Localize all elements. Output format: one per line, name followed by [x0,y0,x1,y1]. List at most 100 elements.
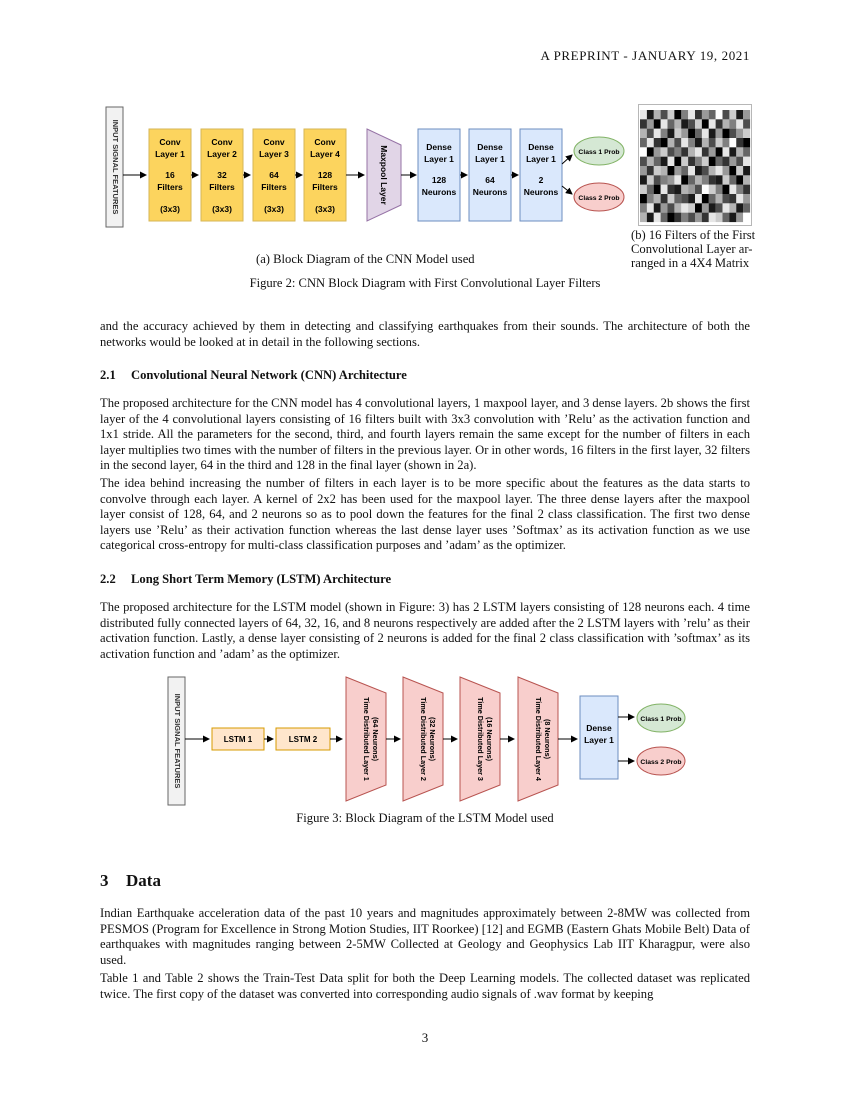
heatmap-cell [729,212,737,223]
heatmap-cell [743,138,751,148]
heatmap-cell [708,212,716,223]
heatmap-cell [688,128,696,139]
heatmap-cell [681,203,689,213]
heatmap-cell [653,194,661,204]
svg-text:Conv: Conv [314,137,336,147]
heatmap-cell [729,119,737,129]
heatmap-cell [701,212,709,223]
heatmap-cell [653,138,661,148]
heatmap-cell [674,119,682,129]
heatmap-cell [667,203,675,213]
svg-text:(16 Neurons): (16 Neurons) [485,717,494,762]
heatmap-cell [736,147,744,157]
maxpool-layer: Maxpool Layer [366,128,402,222]
heatmap-cell [722,194,730,204]
dense-layer-a: Dense Layer 1 128 Neurons [417,128,461,222]
heatmap-cell [681,184,689,195]
cnn-input-box [105,106,124,228]
figure2b-line-1: (b) 16 Filters of the First [631,228,756,242]
svg-text:Dense: Dense [528,142,554,152]
heatmap-cell [736,203,744,213]
heatmap-cell [681,194,689,204]
heatmap-cell [708,156,716,167]
heatmap-cell [640,156,647,167]
svg-text:(3x3): (3x3) [264,204,284,214]
svg-text:128: 128 [432,175,446,185]
heatmap-cell [660,110,668,120]
heatmap-cell [667,194,675,204]
cnn-class1-output: Class 1 Prob [573,136,625,166]
svg-text:Neurons: Neurons [524,187,559,197]
heatmap-cell [640,212,647,223]
heatmap-cell [646,119,654,129]
heatmap-cell [736,184,744,195]
page-number: 3 [421,1030,429,1045]
heatmap-cell [722,156,730,167]
svg-text:64: 64 [269,170,279,180]
heatmap-cell [667,119,675,129]
svg-text:Layer 1: Layer 1 [526,154,556,164]
heatmap-cell [653,212,661,223]
heatmap-cell [660,175,668,185]
heatmap-cell [715,128,723,139]
svg-text:(3x3): (3x3) [212,204,232,214]
heatmap-cell [736,194,744,204]
td-layer-3: Time Distributed Layer 3 (16 Neurons) [459,676,501,802]
heatmap-cell [688,194,696,204]
heatmap-cell [667,128,675,139]
heatmap-cell [729,110,737,120]
heatmap-cell [736,212,744,223]
heatmap-cell [688,147,696,157]
heatmap-cell [729,128,737,139]
figure2b-subcaption: (b) 16 Filters of the First Convolutiona… [631,228,756,270]
heatmap-cell [646,110,654,120]
heatmap-cell [695,147,702,157]
heatmap-cell [640,203,647,213]
svg-text:Dense: Dense [586,723,612,733]
heatmap-cell [743,203,751,213]
heatmap-cell [736,138,744,148]
heatmap-cell [708,194,716,204]
heatmap-cell [695,203,702,213]
heatmap-cell [646,203,654,213]
heatmap-cell [722,212,730,223]
heatmap-cell [646,166,654,176]
heatmap-cell [729,147,737,157]
svg-text:Class 2 Prob: Class 2 Prob [578,195,619,202]
heatmap-cell [701,203,709,213]
heatmap-cell [715,184,723,195]
heatmap-cell [674,147,682,157]
heatmap-cell [701,128,709,139]
svg-text:(3x3): (3x3) [160,204,180,214]
heatmap-cell [667,184,675,195]
cnn-paragraph-1: The proposed architecture for the CNN mo… [100,396,750,473]
heatmap-cell [667,147,675,157]
svg-text:16: 16 [165,170,175,180]
svg-text:Layer 1: Layer 1 [155,149,185,159]
heatmap-cell [688,138,696,148]
figure2-caption: Figure 2: CNN Block Diagram with First C… [249,276,601,290]
heatmap-cell [695,166,702,176]
data-paragraph-1: Indian Earthquake acceleration data of t… [100,906,750,967]
heatmap-cell [681,212,689,223]
heatmap-cell [640,119,647,129]
svg-text:Filters: Filters [261,182,287,192]
heatmap-cell [715,166,723,176]
heatmap-cell [653,147,661,157]
heatmap-cell [722,175,730,185]
heatmap-cell [653,184,661,195]
heatmap-cell [722,119,730,129]
td-layer-4: Time Distributed Layer 4 (8 Neurons) [517,676,559,802]
svg-text:(3x3): (3x3) [315,204,335,214]
heatmap-cell [695,212,702,223]
heatmap-cell [715,147,723,157]
svg-text:(64 Neurons): (64 Neurons) [371,717,380,762]
heatmap-cell [667,138,675,148]
heatmap-cell [660,194,668,204]
heatmap-cell [708,203,716,213]
figure2a-subcaption: (a) Block Diagram of the CNN Model used [256,252,475,266]
svg-text:Class 2 Prob: Class 2 Prob [640,759,681,766]
heatmap-cell [736,119,744,129]
heatmap-cell [695,194,702,204]
